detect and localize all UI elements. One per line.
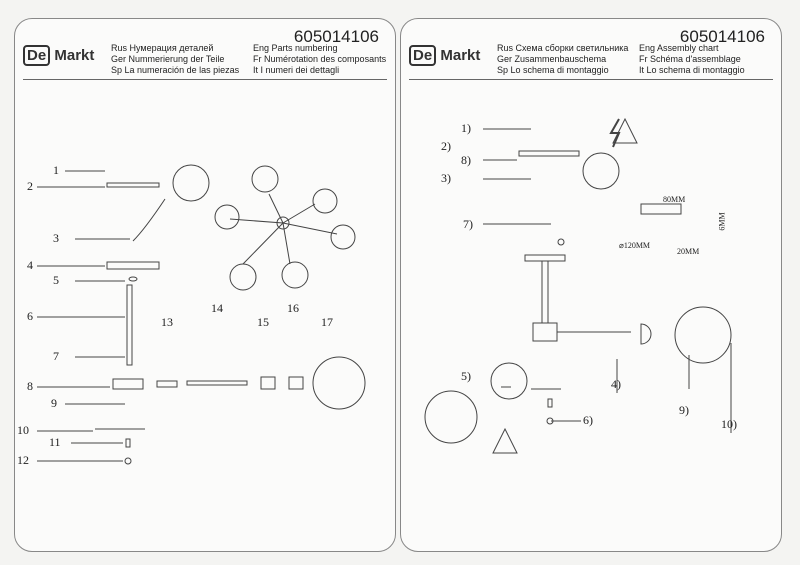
product-code: 605014106 bbox=[679, 27, 765, 46]
step-label: 5) bbox=[461, 369, 471, 383]
step-label: 9) bbox=[679, 403, 689, 417]
step-label: 4) bbox=[611, 377, 621, 391]
part-label: 16 bbox=[287, 301, 299, 315]
part-label: 9 bbox=[51, 396, 57, 410]
part-label: 7 bbox=[53, 349, 59, 363]
part-label: 13 bbox=[161, 315, 173, 329]
step-label: 3) bbox=[441, 171, 451, 185]
brand-logo: De Markt bbox=[23, 45, 94, 66]
header-col-2: Eng Parts numbering Fr Numérotation des … bbox=[253, 43, 387, 75]
dimension-label: ⌀120MM bbox=[619, 241, 651, 250]
header-col-2: Eng Assembly chart Fr Schéma d'assemblag… bbox=[639, 43, 745, 75]
header-col-1: Rus Нумерация деталей Ger Nummerierung d… bbox=[111, 43, 240, 75]
part-label: 14 bbox=[211, 301, 223, 315]
part-label: 5 bbox=[53, 273, 59, 287]
step-label: 6) bbox=[583, 413, 593, 427]
part-label: 10 bbox=[17, 423, 29, 437]
assembly-chart-page: 605014106 De Markt Rus Схема сборки свет… bbox=[400, 18, 782, 552]
parts-drawing bbox=[37, 164, 366, 465]
part-label: 3 bbox=[53, 231, 59, 245]
part-label: 8 bbox=[27, 379, 33, 393]
part-label: 12 bbox=[17, 453, 29, 467]
part-label: 17 bbox=[321, 315, 333, 329]
step-label: 1) bbox=[461, 121, 471, 135]
step-label: 2) bbox=[441, 139, 451, 153]
part-label: 15 bbox=[257, 315, 269, 329]
part-label: 11 bbox=[49, 435, 61, 449]
step-label: 8) bbox=[461, 153, 471, 167]
part-label: 4 bbox=[27, 258, 33, 272]
part-label: 1 bbox=[53, 163, 59, 177]
part-label: 6 bbox=[27, 309, 33, 323]
dimension-label: 20MM bbox=[677, 247, 700, 256]
header-divider bbox=[409, 79, 773, 80]
parts-numbering-page: 605014106 De Markt Rus Нумерация деталей… bbox=[14, 18, 396, 552]
brand-logo: De Markt bbox=[409, 45, 480, 66]
step-label: 10) bbox=[721, 417, 737, 431]
header-divider bbox=[23, 79, 387, 80]
header-col-1: Rus Схема сборки светильника Ger Zusamme… bbox=[497, 43, 629, 75]
part-label: 2 bbox=[27, 179, 33, 193]
dimension-label: 80MM bbox=[663, 195, 686, 204]
assembly-drawing bbox=[424, 117, 732, 454]
product-code: 605014106 bbox=[293, 27, 379, 46]
dimension-label: 6MM bbox=[717, 212, 727, 231]
step-label: 7) bbox=[463, 217, 473, 231]
